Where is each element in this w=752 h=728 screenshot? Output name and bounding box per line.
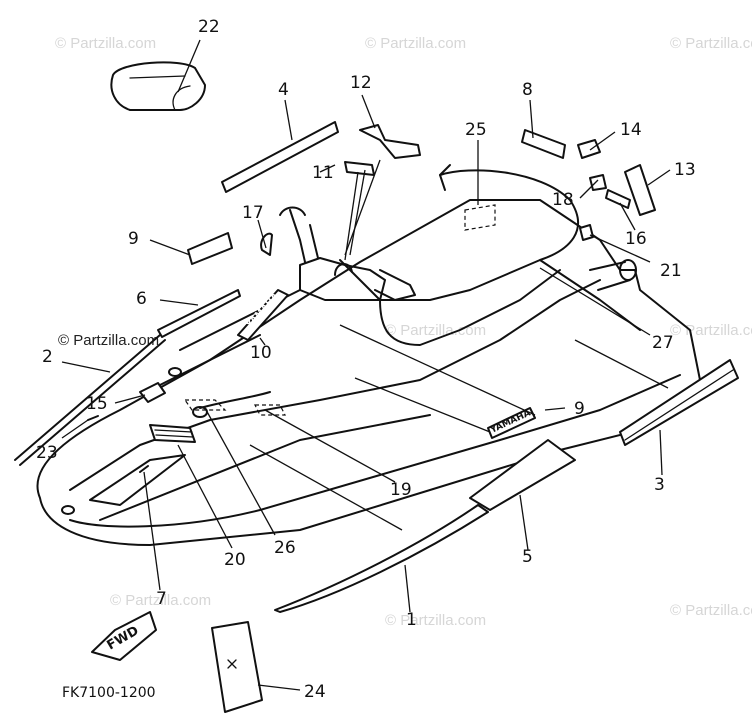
callout-3: 3 — [654, 475, 665, 495]
part-18-decal — [589, 174, 607, 191]
part-9-decal — [187, 232, 233, 265]
callout-6: 6 — [136, 289, 147, 309]
callout-25: 25 — [465, 120, 487, 140]
callout-13: 13 — [674, 160, 696, 180]
callout-21: 21 — [660, 261, 682, 281]
diagram-code: FK7100-1200 — [62, 685, 156, 701]
callout-16: 16 — [625, 229, 647, 249]
callout-24: 24 — [304, 682, 326, 702]
watermark: © Partzilla.com — [670, 35, 752, 52]
part-8-decal — [521, 129, 566, 159]
callout-17: 17 — [242, 203, 264, 223]
part-16-decal — [605, 189, 631, 209]
part-9-yamaha-decal — [487, 407, 536, 439]
watermark: © Partzilla.com — [670, 602, 752, 619]
hull-body — [36, 164, 701, 546]
watermark: © Partzilla.com — [55, 35, 156, 52]
part-24-flap — [211, 621, 263, 713]
callout-15: 15 — [86, 394, 108, 414]
part-19-decal — [254, 404, 286, 416]
callout-7: 7 — [156, 589, 167, 609]
part-15-decal — [139, 382, 166, 403]
part-1-stripe — [274, 504, 489, 613]
watermark: © Partzilla.com — [110, 592, 211, 609]
part-25-decal — [464, 204, 496, 231]
part-21-decal — [579, 224, 594, 241]
leader-lines — [61, 39, 671, 691]
callout-11: 11 — [312, 163, 334, 183]
part-12-decal — [359, 124, 421, 159]
callout-22: 22 — [198, 17, 220, 37]
callout-5: 5 — [522, 547, 533, 567]
callout-12: 12 — [350, 73, 372, 93]
part-17-clip — [260, 232, 273, 256]
callout-9: 9 — [128, 229, 139, 249]
part-2-stripe — [14, 334, 166, 466]
part-4-stripe — [221, 121, 339, 193]
callout-14: 14 — [620, 120, 642, 140]
callout-20: 20 — [224, 550, 246, 570]
watermark: © Partzilla.com — [385, 612, 486, 629]
part-26-decal — [183, 399, 227, 411]
part-10-decal — [237, 289, 289, 341]
callout-8: 8 — [522, 80, 533, 100]
callout-19: 19 — [390, 480, 412, 500]
callout-27: 27 — [652, 333, 674, 353]
part-22-pad — [110, 61, 206, 111]
part-23-fastener — [87, 415, 99, 421]
fwd-arrow-decal — [91, 611, 157, 661]
watermark: © Partzilla.com — [365, 35, 466, 52]
callout-23: 23 — [36, 443, 58, 463]
callout-26: 26 — [274, 538, 296, 558]
callout-10: 10 — [250, 343, 272, 363]
part-6-stripe — [157, 289, 241, 338]
part-7-decal — [139, 465, 149, 473]
watermark: © Partzilla.com — [58, 332, 159, 349]
part-20-decal — [149, 424, 196, 443]
callout-18: 18 — [552, 190, 574, 210]
callout-labels: 22 4 12 11 8 14 13 25 18 16 21 17 9 6 10… — [36, 17, 696, 702]
part-5-stripe — [469, 439, 576, 511]
callout-9-lower: 9 — [574, 399, 585, 419]
part-14-decal — [577, 139, 601, 159]
part-13-decal — [624, 164, 656, 216]
callout-4: 4 — [278, 80, 289, 100]
part-11-decal — [344, 161, 375, 176]
watermark-layer: © Partzilla.com © Partzilla.com © Partzi… — [55, 35, 752, 629]
callout-2: 2 — [42, 347, 53, 367]
callout-1: 1 — [406, 610, 417, 630]
watermark: © Partzilla.com — [385, 322, 486, 339]
